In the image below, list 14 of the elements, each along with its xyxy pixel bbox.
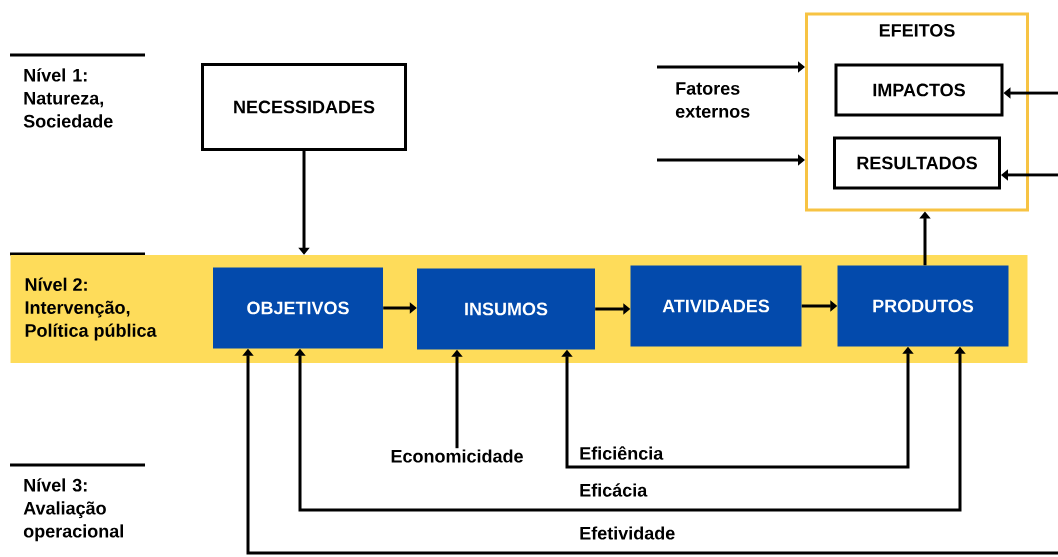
- process-box: OBJETIVOS: [213, 267, 383, 349]
- process-box: RESULTADOS: [833, 136, 1001, 190]
- process-box: IMPACTOS: [834, 63, 1004, 117]
- process-box: PRODUTOS: [837, 265, 1009, 347]
- level-label: Fatores externos: [675, 82, 750, 118]
- process-box: NECESSIDADES: [201, 63, 407, 151]
- level-label: Nível 3: Avaliação operacional: [23, 478, 123, 542]
- edge-label: Efetividade: [578, 525, 677, 541]
- edge-label: Eficiência: [578, 445, 665, 461]
- level-label: Nível 1: Natureza, Sociedade: [23, 68, 113, 128]
- process-box: INSUMOS: [417, 268, 595, 350]
- process-box: ATIVIDADES: [630, 265, 802, 347]
- edge-label: Eficácia: [578, 482, 649, 498]
- edge-text: Economicidade: [391, 449, 523, 463]
